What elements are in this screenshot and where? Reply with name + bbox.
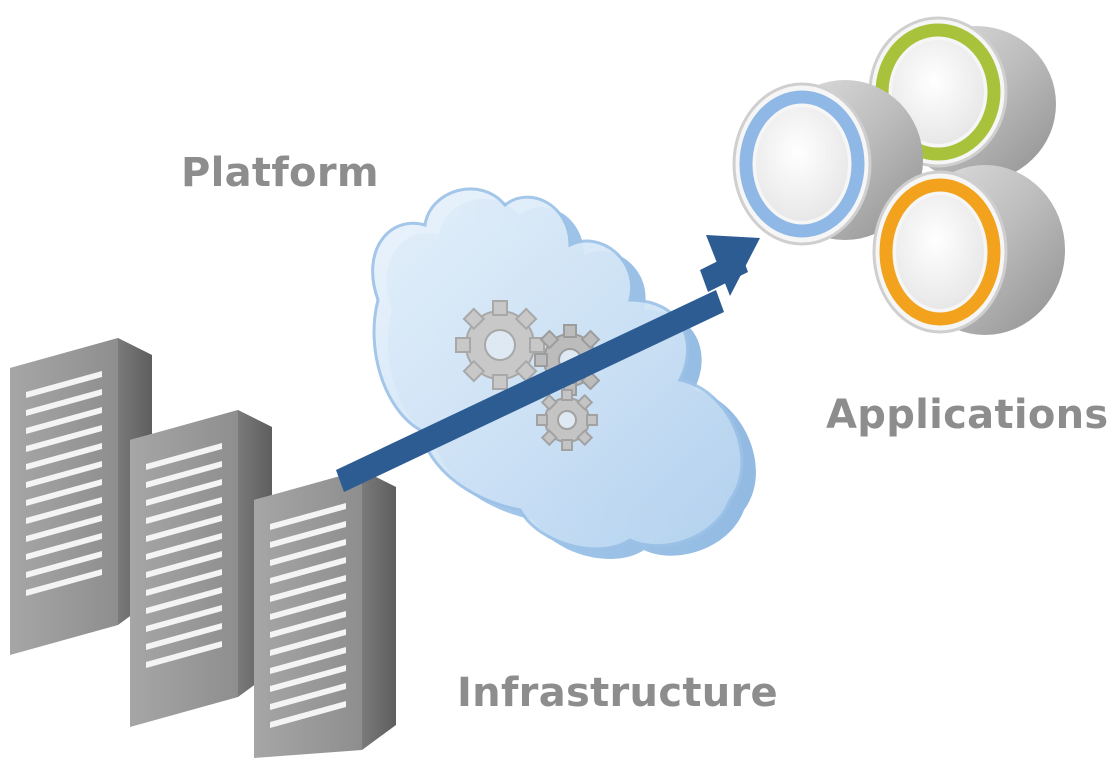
app-disc-icon — [872, 165, 1065, 335]
infrastructure-label: Infrastructure — [457, 670, 778, 716]
server-rack-icon — [10, 338, 396, 758]
applications-label: Applications — [826, 392, 1109, 438]
server-unit — [130, 410, 272, 727]
app-disc-icon — [732, 80, 923, 246]
server-unit — [254, 470, 396, 758]
platform-label: Platform — [181, 150, 379, 196]
arrow-icon — [336, 235, 760, 492]
gear-icon — [536, 389, 598, 451]
server-unit — [10, 338, 152, 655]
gear-icon — [455, 300, 545, 390]
